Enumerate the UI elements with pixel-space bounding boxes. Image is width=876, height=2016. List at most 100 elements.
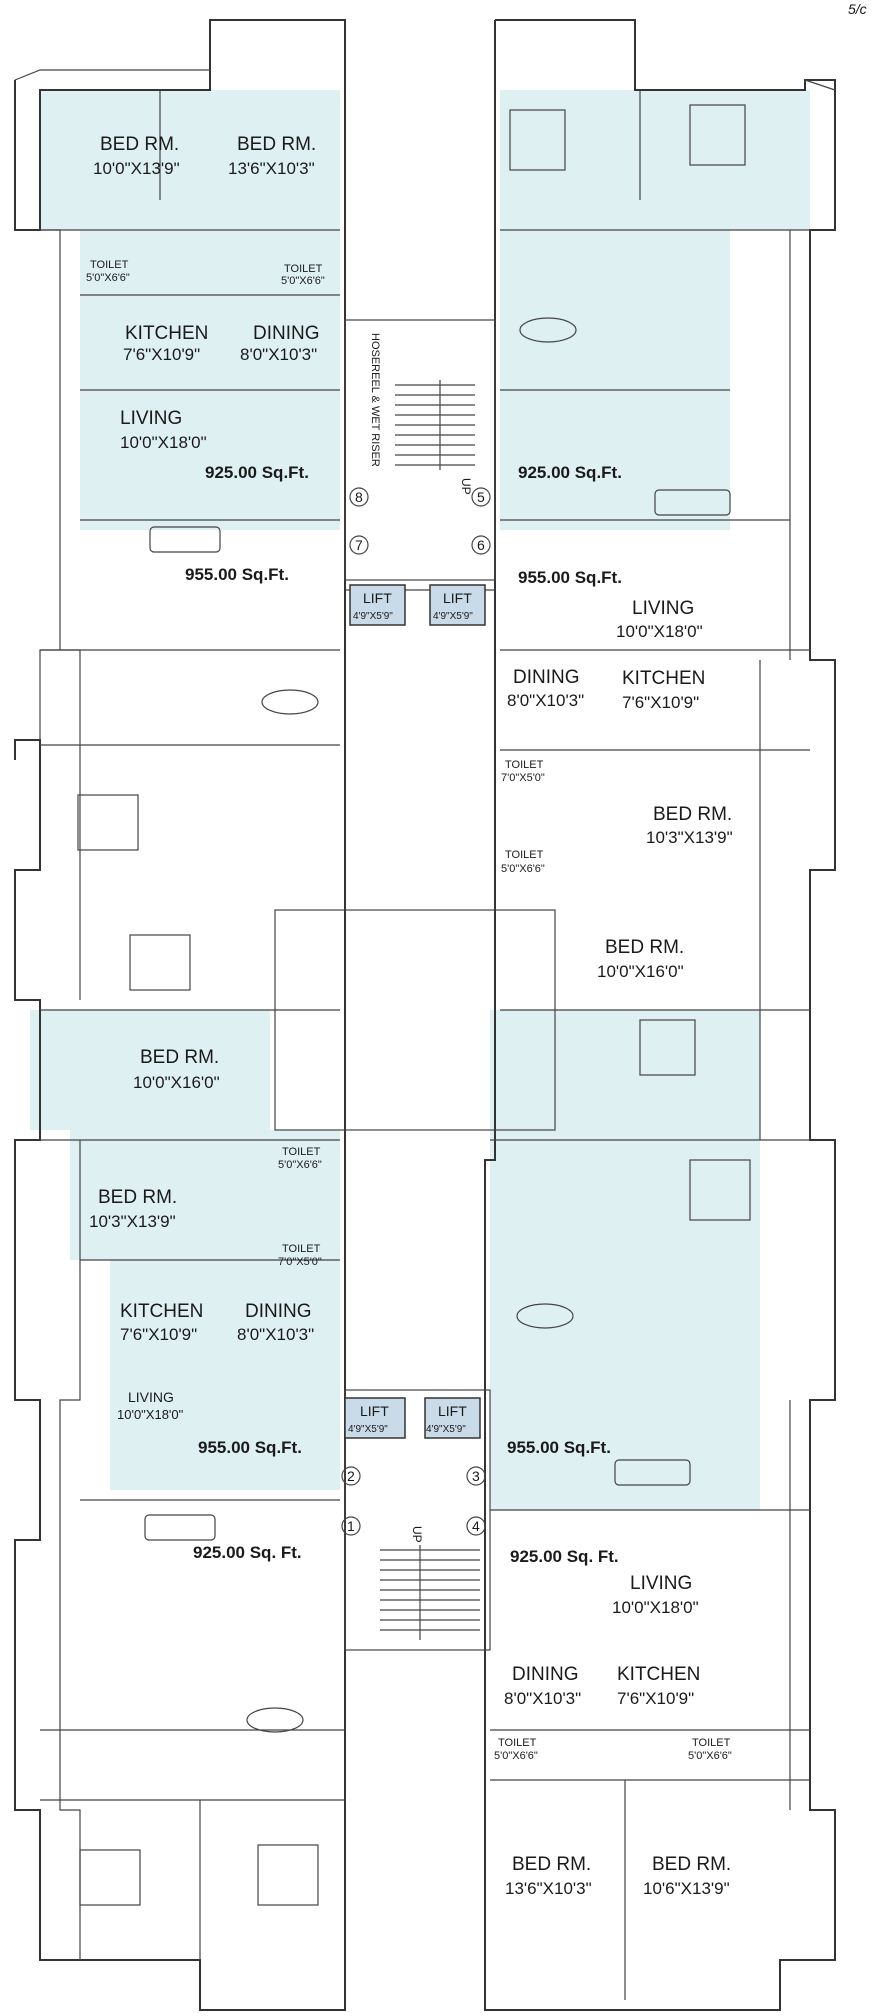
toilet-dim: 5'0"X6'6" [278,1159,322,1171]
bed-room-dim: 10'3"X13'9" [646,828,733,847]
living-label: LIVING [630,1573,692,1594]
lift-dim-3: 4'9"X5'9" [348,1424,388,1435]
lift-label-3: LIFT [360,1403,389,1419]
bed-room-label: BED RM. [237,134,316,155]
toilet-dim: 7'0"X5'0" [501,772,545,784]
bed-icon [77,794,139,851]
toilet-label: TOILET [282,1243,321,1255]
toilet-dim: 5'0"X6'6" [494,1750,538,1762]
toilet-dim: 5'0"X6'6" [688,1750,732,1762]
dining-dim: 8'0"X10'3" [504,1689,581,1708]
bed-room-label: BED RM. [98,1187,177,1208]
unit-area: 925.00 Sq. Ft. [510,1547,619,1566]
stair-steps-bottom [380,1545,480,1640]
kitchen-label: KITCHEN [125,323,208,344]
kitchen-label: KITCHEN [120,1301,203,1322]
unit-area: 925.00 Sq.Ft. [518,463,622,482]
bed-room-dim: 10'6"X13'9" [643,1879,730,1898]
unit-left-middle: BED RM. 10'0"X16'0" TOILET 5'0"X6'6" BED… [89,1047,322,1457]
toilet-dim: 5'0"X6'6" [281,275,325,287]
furniture [77,104,751,1906]
bed-room-dim: 10'0"X16'0" [597,962,684,981]
dining-dim: 8'0"X10'3" [507,691,584,710]
toilet-label: TOILET [284,263,323,275]
stair-number-6: 6 [477,537,485,553]
kitchen-dim: 7'6"X10'9" [123,345,200,364]
bed-room-label: BED RM. [512,1854,591,1875]
sofa-icon [614,1459,691,1486]
bed-room-label: BED RM. [653,804,732,825]
bed-icon [509,109,566,171]
bed-room-label: BED RM. [100,134,179,155]
toilet-label: TOILET [282,1146,321,1158]
bed-room-dim: 13'6"X10'3" [228,159,315,178]
living-label: LIVING [120,408,182,429]
lift-label-4: LIFT [438,1403,467,1419]
unit-area: 955.00 Sq.Ft. [507,1438,611,1457]
bed-room-dim: 13'6"X10'3" [505,1879,592,1898]
toilet-dim: 5'0"X6'6" [86,272,130,284]
dining-dim: 8'0"X10'3" [237,1325,314,1344]
toilet-label: TOILET [505,849,544,861]
stair-number-1: 1 [347,1518,355,1534]
lift-label-2: LIFT [443,590,472,606]
lift-dim-2: 4'9"X5'9" [433,611,473,622]
stair-up-label-top: UP [459,478,473,495]
unit-shading [30,90,810,1510]
toilet-label: TOILET [505,759,544,771]
unit-right-upper: 955.00 Sq.Ft. LIVING 10'0"X18'0" DINING … [501,568,733,981]
kitchen-dim: 7'6"X10'9" [617,1689,694,1708]
living-label: LIVING [632,598,694,619]
bed-icon [257,1844,319,1906]
toilet-dim: 5'0"X6'6" [501,863,545,875]
unit-area: 925.00 Sq.Ft. [205,463,309,482]
sofa-icon [149,526,221,553]
living-dim: 10'0"X18'0" [612,1598,699,1617]
bed-room-dim: 10'0"X16'0" [133,1073,220,1092]
bed-room-label: BED RM. [605,937,684,958]
living-label: LIVING [128,1389,174,1405]
toilet-label: TOILET [90,259,129,271]
dining-label: DINING [245,1301,312,1322]
lift-dim-4: 4'9"X5'9" [426,1424,466,1435]
dining-label: DINING [253,323,320,344]
unit-area: 955.00 Sq.Ft. [185,565,289,584]
unit-right-middle: 955.00 Sq.Ft. [507,1438,611,1457]
bed-icon [689,104,746,166]
stair-number-7: 7 [355,537,363,553]
kitchen-label: KITCHEN [617,1664,700,1685]
bed-room-label: BED RM. [140,1047,219,1068]
kitchen-dim: 7'6"X10'9" [120,1325,197,1344]
bed-icon [79,1849,141,1906]
stair-steps-top [395,380,475,470]
living-dim: 10'0"X18'0" [616,622,703,641]
bottom-core: LIFT 4'9"X5'9" LIFT 4'9"X5'9" 2 1 3 4 UP [341,1389,491,1651]
kitchen-dim: 7'6"X10'9" [622,693,699,712]
dining-table-icon [261,689,319,715]
lift-dim-1: 4'9"X5'9" [353,611,393,622]
unit-area: 955.00 Sq.Ft. [198,1438,302,1457]
bed-icon [689,1159,751,1221]
unit-top-left: BED RM. 10'0"X13'9" BED RM. 13'6"X10'3" … [86,134,325,482]
toilet-dim: 7'0"X5'0" [278,1256,322,1268]
unit-left-upper: 955.00 Sq.Ft. [185,565,289,584]
dining-table-icon [246,1707,304,1733]
internal-walls [40,90,810,2000]
bed-icon [639,1019,696,1076]
bed-room-dim: 10'3"X13'9" [89,1212,176,1231]
dining-label: DINING [513,667,580,688]
toilet-label: TOILET [692,1737,731,1749]
unit-area: 955.00 Sq.Ft. [518,568,622,587]
dining-label: DINING [512,1664,579,1685]
lift-label-1: LIFT [363,590,392,606]
living-dim: 10'0"X18'0" [117,1407,184,1422]
stair-number-8: 8 [355,489,363,505]
sofa-icon [144,1514,216,1541]
dining-table-icon [516,1303,574,1329]
bed-room-dim: 10'0"X13'9" [93,159,180,178]
stair-number-5: 5 [477,489,485,505]
unit-area: 925.00 Sq. Ft. [193,1543,302,1562]
stair-number-3: 3 [472,1468,480,1484]
bed-room-label: BED RM. [652,1854,731,1875]
